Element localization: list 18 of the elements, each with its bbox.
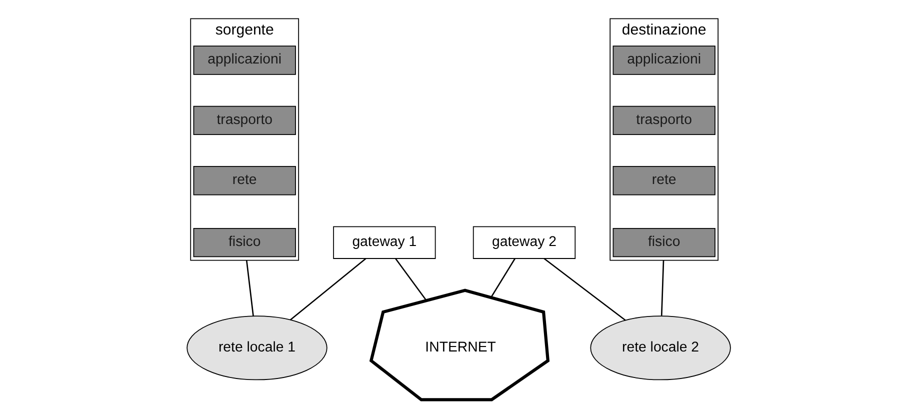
node-box: applicazioni [612, 46, 715, 75]
node-box: gateway 2 [472, 226, 576, 259]
node-box: trasporto [612, 106, 715, 136]
connector [660, 260, 664, 316]
node-box: fisico [192, 228, 296, 258]
connector [289, 258, 366, 320]
node-box: gateway 1 [332, 226, 436, 259]
node-ellipse: rete locale 1 [186, 316, 327, 380]
node-ellipse: rete locale 2 [590, 316, 730, 380]
connector [394, 258, 426, 301]
node-box: applicazioni [192, 46, 296, 75]
node-box: fisico [612, 228, 715, 258]
connector [490, 258, 516, 298]
connector [543, 258, 626, 321]
node-box: rete [192, 166, 296, 196]
connector [245, 260, 254, 316]
node-box: rete [612, 166, 715, 196]
node-box: trasporto [192, 106, 296, 136]
